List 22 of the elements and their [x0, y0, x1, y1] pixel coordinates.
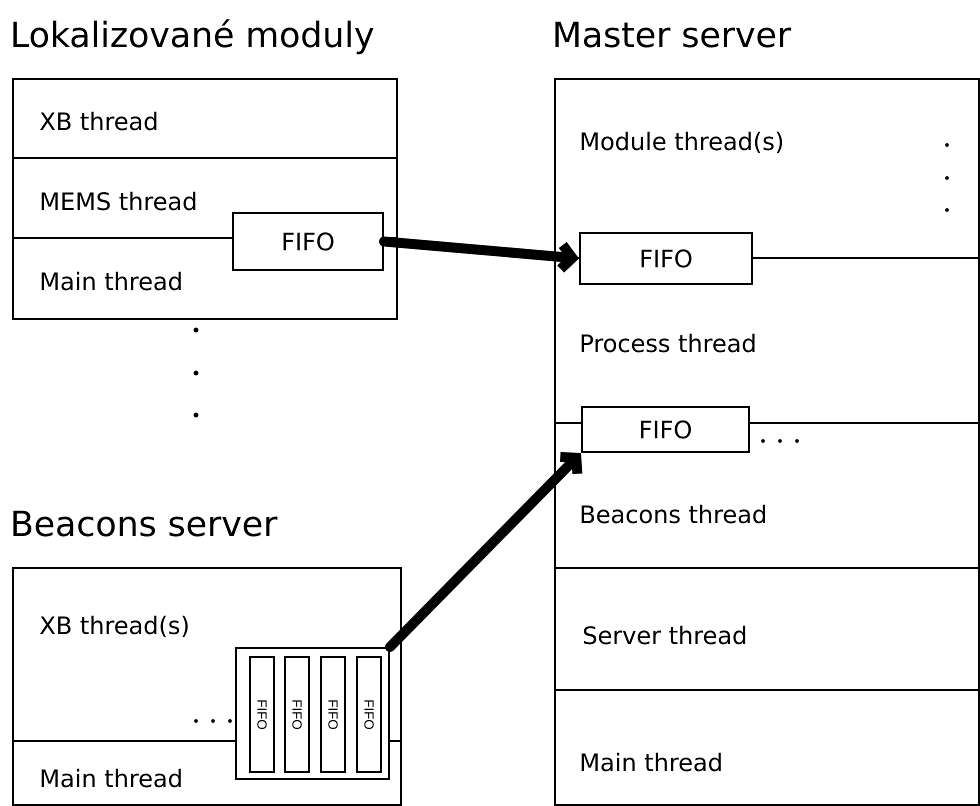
thread-label: Main thread — [42, 768, 181, 788]
thread-label: Process thread — [582, 334, 755, 352]
fifo-bar: FIFO — [284, 656, 310, 773]
fifo-box: FIFO — [232, 212, 384, 271]
heading: Beacons server — [13, 510, 278, 536]
arrow — [385, 452, 582, 652]
heading: Lokalizované moduly — [13, 19, 374, 54]
fifo-bar: FIFO — [356, 656, 382, 773]
fifo-bar: FIFO — [249, 656, 275, 773]
thread-label: Module thread(s) — [582, 132, 782, 154]
thread-label: Server thread — [584, 626, 746, 644]
arrow — [379, 236, 579, 273]
heading: Master server — [555, 22, 792, 48]
thread-label: Main thread — [582, 752, 721, 772]
thread-label: Main thread — [42, 272, 181, 290]
thread-label: MEMS thread — [42, 192, 196, 210]
fifo-box: FIFO — [581, 406, 750, 453]
thread-label: XB thread(s) — [40, 616, 188, 638]
fifo-box: FIFO — [579, 232, 753, 285]
thread-label: XB thread — [40, 112, 156, 130]
fifo-bar: FIFO — [320, 656, 346, 773]
thread-label: Beacons thread — [582, 504, 765, 524]
